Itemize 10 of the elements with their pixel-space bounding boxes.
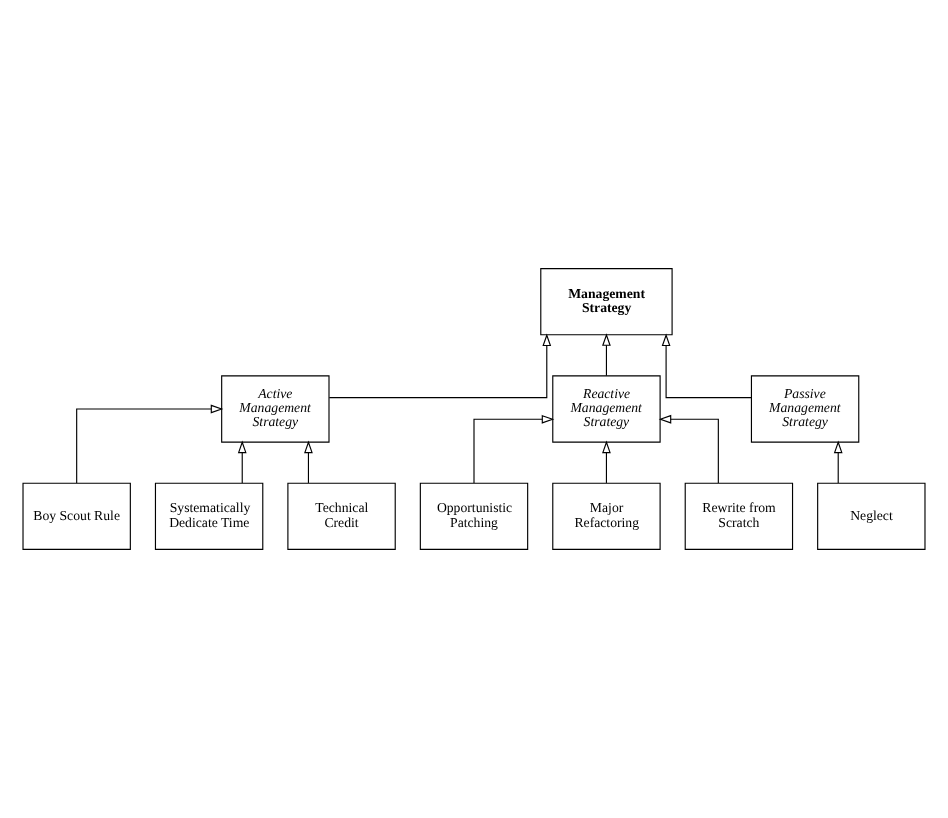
arrow	[237, 440, 247, 484]
arrow	[76, 404, 224, 484]
arrow	[833, 440, 843, 484]
arrow	[661, 333, 752, 399]
arrow	[473, 414, 555, 484]
arrow	[602, 333, 611, 377]
arrow	[304, 440, 313, 484]
arrow	[328, 333, 552, 399]
arrow	[602, 440, 611, 484]
arrow	[658, 414, 719, 484]
